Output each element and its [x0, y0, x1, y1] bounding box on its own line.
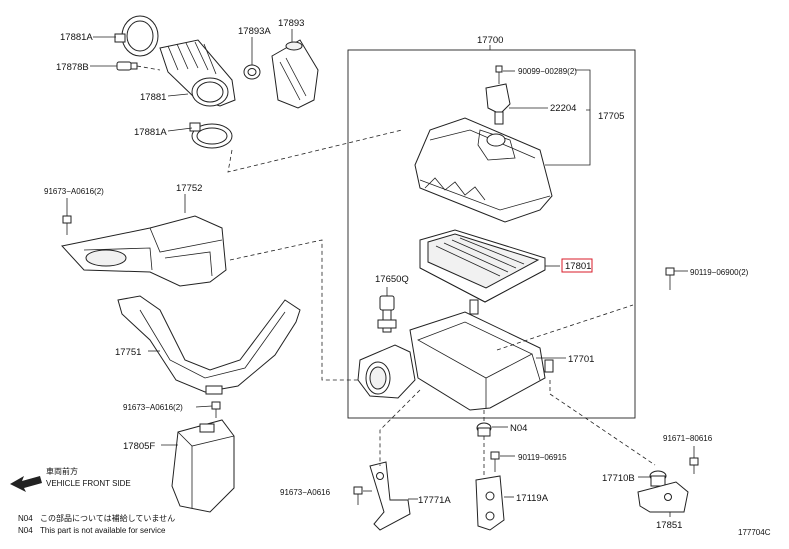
diagram-code: 177704C — [738, 528, 771, 537]
assembly-frame — [347, 49, 636, 419]
label-17700: 17700 — [477, 35, 503, 46]
clamp-17893a — [243, 64, 261, 80]
sensor-22204 — [485, 83, 511, 125]
label-17705: 17705 — [598, 111, 624, 122]
note-text-2: This part is not available for service — [40, 526, 166, 535]
note-code-1: N04 — [18, 514, 33, 523]
resonator-17805f — [171, 419, 235, 513]
label-91673-bot: 91673−A0616 — [280, 488, 331, 497]
label-90119-06900: 90119−06900(2) — [690, 268, 749, 277]
label-17881: 17881 — [140, 92, 166, 103]
label-90099: 90099−00289(2) — [518, 67, 577, 76]
label-17771a: 17771A — [418, 495, 451, 506]
note-text-1: この部品については補給していません — [40, 513, 175, 523]
sensor-17650q — [377, 295, 397, 333]
highlight-17801 — [561, 258, 593, 273]
note-code-2: N04 — [18, 526, 33, 535]
cap-17705 — [414, 117, 553, 223]
label-17701: 17701 — [568, 354, 594, 365]
bolt-91673-mid — [211, 401, 221, 418]
label-17881a-bottom: 17881A — [134, 127, 167, 138]
legend-front-jp: 車両前方 — [46, 466, 78, 476]
label-17710b: 17710B — [602, 473, 635, 484]
label-17878b: 17878B — [56, 62, 89, 73]
label-22204: 22204 — [550, 103, 576, 114]
label-17650q: 17650Q — [375, 274, 409, 285]
clamp-17881a-bottom — [189, 122, 233, 149]
sensor-17878b — [116, 61, 138, 71]
bracket-17119a — [475, 475, 505, 531]
label-n04: N04 — [510, 423, 527, 434]
inlet-hose-17881 — [159, 39, 236, 107]
legend-front-en: VEHICLE FRONT SIDE — [46, 479, 131, 488]
label-17805f: 17805F — [123, 441, 155, 452]
label-91673-top: 91673−A0616(2) — [44, 187, 104, 196]
duct-17752 — [61, 215, 227, 287]
duct-17751 — [117, 295, 301, 395]
screw-90099 — [495, 65, 503, 84]
bolt-91671 — [689, 457, 699, 474]
label-17893a: 17893A — [238, 26, 271, 37]
clamp-17881a-top — [114, 15, 159, 57]
bracket-17851 — [637, 481, 689, 513]
bracket-17771a — [369, 461, 411, 531]
label-17851: 17851 — [656, 520, 682, 531]
case-17701 — [357, 299, 554, 411]
bolt-91673-bot — [353, 486, 363, 505]
label-17752: 17752 — [176, 183, 202, 194]
label-91671: 91671−80616 — [663, 434, 713, 443]
label-17119a: 17119A — [516, 493, 549, 504]
label-91673-mid: 91673−A0616(2) — [123, 403, 183, 412]
mount-17710b — [649, 470, 667, 487]
resonator-17893 — [271, 39, 319, 109]
label-17751: 17751 — [115, 347, 141, 358]
label-17893: 17893 — [278, 18, 304, 29]
filter-element-17801 — [419, 229, 546, 303]
bolt-90119-06915 — [490, 451, 500, 472]
label-17881a-top: 17881A — [60, 32, 93, 43]
bolt-90119-06900 — [665, 267, 675, 290]
grommet-n04 — [476, 422, 492, 437]
label-90119-06915: 90119−06915 — [518, 453, 567, 462]
bolt-91673-top — [62, 215, 72, 235]
label-17801: 17801 — [565, 261, 591, 272]
vehicle-front-arrow-icon — [10, 476, 42, 492]
